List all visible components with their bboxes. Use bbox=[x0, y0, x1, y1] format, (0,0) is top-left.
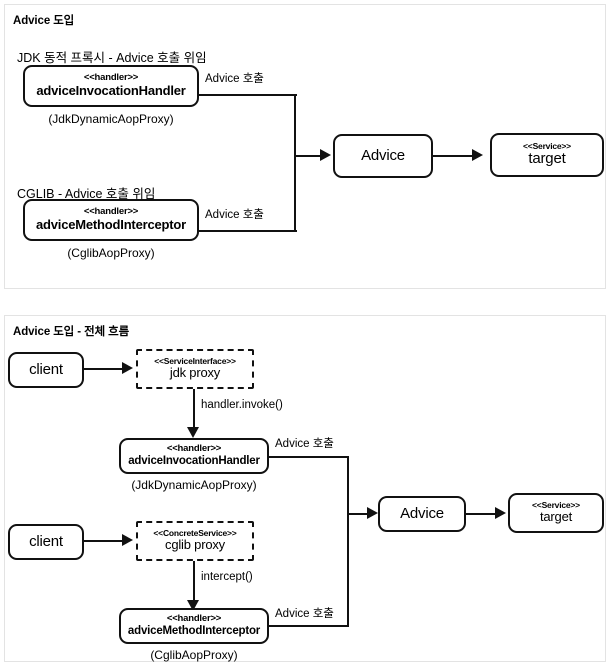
panel-advice-introduction: Advice 도입 JDK 동적 프록시 - Advice 호출 위임 CGLI… bbox=[4, 4, 606, 289]
arrowhead-to-target bbox=[472, 149, 483, 161]
node-stereotype: <<handler>> bbox=[83, 206, 139, 218]
connector-advice-to-target bbox=[433, 155, 473, 158]
node-sublabel-cglib-aop-proxy: (CglibAopProxy) bbox=[67, 246, 155, 260]
connector-trunk-to-advice bbox=[294, 155, 322, 158]
node-client-bottom[interactable]: client bbox=[8, 524, 84, 560]
node-label: adviceMethodInterceptor bbox=[127, 624, 261, 637]
node-label: adviceInvocationHandler bbox=[36, 83, 186, 99]
node-stereotype: <<ConcreteService>> bbox=[153, 527, 237, 538]
connector-cglib-horizontal bbox=[197, 230, 297, 233]
arrowhead-client-to-cglib-proxy bbox=[122, 534, 133, 546]
connector-cglib-proxy-to-handler bbox=[193, 561, 196, 601]
node-label: jdk proxy bbox=[169, 365, 221, 381]
connector-advice-to-target bbox=[466, 513, 496, 516]
node-label: target bbox=[528, 150, 566, 168]
node-label: cglib proxy bbox=[165, 537, 225, 553]
edge-label-jdk-advice-call: Advice 호출 bbox=[205, 73, 264, 86]
edge-label-handler-invoke: handler.invoke() bbox=[201, 399, 283, 412]
node-advice-method-interceptor[interactable]: <<handler>> adviceMethodInterceptor bbox=[119, 608, 269, 644]
edge-label-jdk-advice-call: Advice 호출 bbox=[275, 438, 334, 451]
connector-cglib-handler-horizontal bbox=[267, 625, 349, 628]
arrowhead-client-to-jdk-proxy bbox=[122, 362, 133, 374]
connector-trunk-to-advice bbox=[347, 513, 369, 516]
node-stereotype: <<Service>> bbox=[532, 499, 580, 510]
node-label: client bbox=[29, 360, 63, 378]
node-client-top[interactable]: client bbox=[8, 352, 84, 388]
arrowhead-jdk-proxy-to-handler bbox=[187, 427, 199, 438]
node-stereotype: <<handler>> bbox=[166, 443, 222, 455]
arrowhead-to-target bbox=[495, 507, 506, 519]
connector-vertical-trunk bbox=[347, 456, 350, 627]
node-stereotype: <<ServiceInterface>> bbox=[154, 355, 236, 366]
node-label: adviceMethodInterceptor bbox=[36, 217, 186, 233]
node-sublabel-jdk-dynamic-aop-proxy: (JdkDynamicAopProxy) bbox=[131, 478, 257, 492]
connector-client-to-cglib-proxy bbox=[84, 540, 123, 543]
node-jdk-proxy[interactable]: <<ServiceInterface>> jdk proxy bbox=[136, 349, 254, 389]
connector-jdk-horizontal bbox=[197, 94, 297, 97]
node-label: adviceInvocationHandler bbox=[128, 454, 260, 467]
node-sublabel-jdk-dynamic-aop-proxy: (JdkDynamicAopProxy) bbox=[48, 112, 174, 126]
node-sublabel-cglib-aop-proxy: (CglibAopProxy) bbox=[150, 648, 238, 662]
node-advice-invocation-handler[interactable]: <<handler>> adviceInvocationHandler bbox=[23, 65, 199, 107]
section-label-jdk: JDK 동적 프록시 - Advice 호출 위임 bbox=[17, 51, 207, 65]
arrowhead-to-advice bbox=[320, 149, 331, 161]
panel-title-top: Advice 도입 bbox=[13, 15, 75, 27]
node-stereotype: <<handler>> bbox=[83, 72, 139, 84]
panel-title-bottom: Advice 도입 - 전체 흐름 bbox=[13, 326, 130, 338]
node-target[interactable]: <<Service>> target bbox=[508, 493, 604, 533]
panel-advice-full-flow: Advice 도입 - 전체 흐름 client <<ServiceInterf… bbox=[4, 315, 606, 662]
node-label: Advice bbox=[361, 146, 405, 164]
node-label: client bbox=[29, 532, 63, 550]
edge-label-cglib-advice-call: Advice 호출 bbox=[205, 209, 264, 222]
edge-label-cglib-advice-call: Advice 호출 bbox=[275, 608, 334, 621]
connector-jdk-proxy-to-handler bbox=[193, 389, 196, 428]
section-label-cglib: CGLIB - Advice 호출 위임 bbox=[17, 187, 156, 201]
node-advice-method-interceptor[interactable]: <<handler>> adviceMethodInterceptor bbox=[23, 199, 199, 241]
arrowhead-cglib-proxy-to-handler bbox=[187, 600, 199, 611]
node-advice[interactable]: Advice bbox=[378, 496, 466, 532]
edge-label-intercept: intercept() bbox=[201, 571, 253, 584]
node-stereotype: <<Service>> bbox=[523, 140, 571, 151]
node-advice[interactable]: Advice bbox=[333, 134, 433, 178]
node-cglib-proxy[interactable]: <<ConcreteService>> cglib proxy bbox=[136, 521, 254, 561]
node-stereotype: <<handler>> bbox=[166, 613, 222, 625]
node-advice-invocation-handler[interactable]: <<handler>> adviceInvocationHandler bbox=[119, 438, 269, 474]
node-label: target bbox=[539, 509, 573, 525]
node-label: Advice bbox=[400, 504, 444, 522]
node-target[interactable]: <<Service>> target bbox=[490, 133, 604, 177]
connector-jdk-handler-horizontal bbox=[267, 456, 349, 459]
connector-vertical-trunk bbox=[294, 94, 297, 232]
connector-client-to-jdk-proxy bbox=[84, 368, 123, 371]
arrowhead-to-advice bbox=[367, 507, 378, 519]
